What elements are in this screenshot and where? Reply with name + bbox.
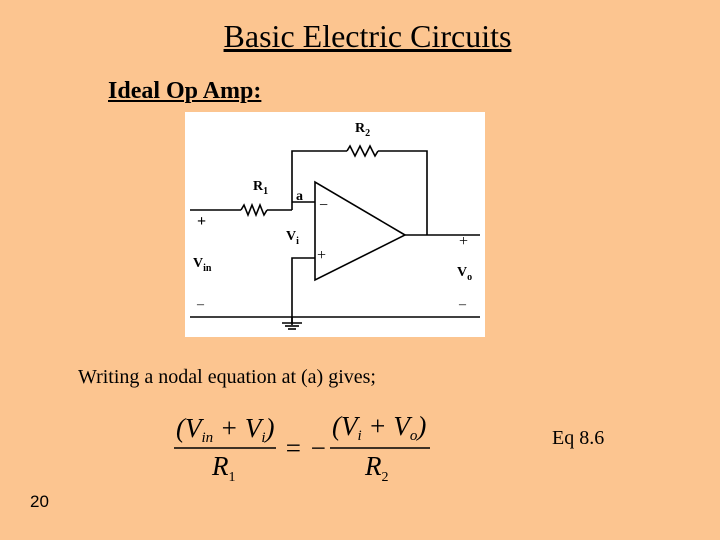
circuit-wiring [190, 144, 480, 330]
feedback-wire-left [291, 150, 347, 202]
vin-label: Vin [193, 256, 212, 274]
r1-resistor [240, 202, 268, 218]
vo-plus-sign: + [459, 233, 469, 250]
feedback-wire-right [378, 150, 428, 235]
vo-label: Vo [457, 265, 473, 283]
section-heading: Ideal Op Amp: [108, 78, 262, 104]
slide-title: Basic Electric Circuits [223, 18, 512, 54]
equation-reference: Eq 8.6 [552, 427, 605, 449]
lhs-denominator: R1 [211, 451, 236, 485]
r1-label: R1 [253, 179, 269, 197]
body-text: Writing a nodal equation at (a) gives; [78, 366, 376, 388]
vo-minus-sign: – [459, 297, 466, 312]
rhs-numerator: (Vi + Vo) [332, 411, 426, 444]
equation-graphic: (Vin + Vi) R1 = − (Vi + Vo) R2 [174, 411, 430, 485]
noninverting-input-wire [291, 257, 315, 325]
op-amp-triangle [314, 180, 407, 282]
vi-label: Vi [286, 229, 299, 247]
op-amp-circuit-diagram: R2 R1 a − + Vi + Vin – + Vo – [185, 112, 485, 337]
lhs-numerator: (Vin + Vi) [176, 413, 275, 446]
vin-plus-sign: + [197, 213, 207, 230]
noninverting-sign: + [317, 247, 327, 264]
nodal-equation: (Vin + Vi) R1 = − (Vi + Vo) R2 [172, 405, 437, 485]
inverting-sign: − [319, 197, 329, 214]
slide-number: 20 [30, 492, 49, 511]
equals-minus: = − [284, 433, 327, 463]
node-a-label: a [296, 189, 303, 204]
ground-icon [282, 322, 302, 330]
vin-minus-sign: – [197, 297, 204, 312]
rhs-denominator: R2 [364, 451, 389, 485]
r2-resistor [346, 144, 379, 158]
r2-label: R2 [355, 121, 371, 139]
